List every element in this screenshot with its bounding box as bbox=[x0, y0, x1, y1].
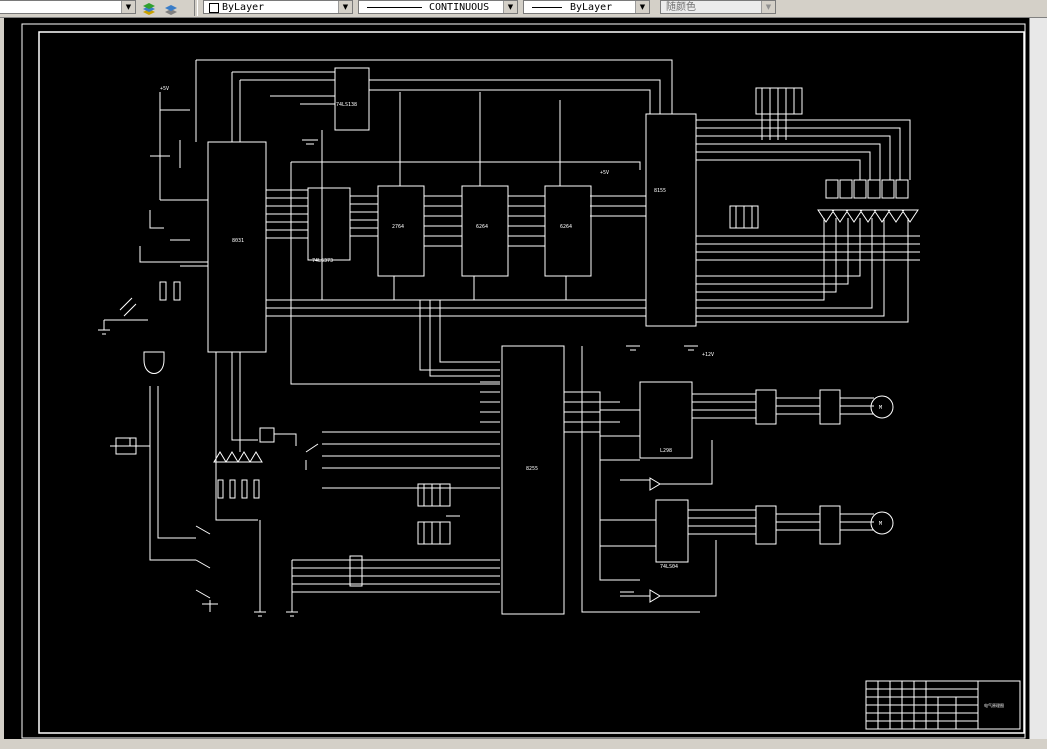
vcc-label-3: +12V bbox=[702, 352, 714, 358]
color-control-dropdown[interactable]: ByLayer ▼ bbox=[203, 0, 353, 14]
seven-seg-display-6 bbox=[895, 179, 909, 199]
layer-previous-icon[interactable] bbox=[164, 1, 178, 15]
resistor-rst bbox=[159, 281, 167, 301]
stepper-motor-2 bbox=[870, 511, 894, 535]
decoder-label: 74LS138 bbox=[336, 102, 357, 108]
chevron-down-icon: ▼ bbox=[338, 1, 352, 13]
seven-seg-display-2 bbox=[839, 179, 853, 199]
stepper-motor-1 bbox=[870, 395, 894, 419]
vertical-scrollbar[interactable] bbox=[1029, 18, 1047, 739]
plot-style-control-dropdown[interactable]: 随颜色 ▼ bbox=[660, 0, 776, 14]
motor2-label: M bbox=[879, 521, 882, 527]
latch-74ls373-chip bbox=[307, 187, 351, 261]
driver1-label: L298 bbox=[660, 448, 672, 454]
ram2-label: 6264 bbox=[560, 224, 572, 230]
lineweight-control-dropdown[interactable]: ByLayer ▼ bbox=[523, 0, 650, 14]
fuse bbox=[115, 437, 137, 455]
motor1-label: M bbox=[879, 405, 882, 411]
resistor-pack-row2 bbox=[417, 521, 451, 545]
drawing-canvas[interactable]: 8031 8155 74LS373 2764 6264 6264 74LS138… bbox=[4, 18, 1029, 739]
opto-block-3 bbox=[755, 505, 777, 545]
color-value: ByLayer bbox=[222, 2, 265, 13]
linetype-control-dropdown[interactable]: CONTINUOUS ▼ bbox=[358, 0, 518, 14]
latch-label: 74LS373 bbox=[312, 258, 333, 264]
layer-dropdown[interactable]: ▼ bbox=[0, 0, 136, 14]
seven-seg-display-3 bbox=[853, 179, 867, 199]
driver-chip-2 bbox=[655, 499, 689, 563]
horizontal-scrollbar[interactable] bbox=[0, 739, 1047, 749]
opto-block-1 bbox=[755, 389, 777, 425]
decoder-74ls138-chip bbox=[334, 67, 370, 131]
resistor-r3 bbox=[241, 479, 248, 499]
toolbar-separator bbox=[194, 0, 198, 16]
resistor-rst2 bbox=[173, 281, 181, 301]
seven-seg-display-5 bbox=[881, 179, 895, 199]
opto-block-4 bbox=[819, 505, 841, 545]
lineweight-sample-icon bbox=[532, 7, 562, 8]
resistor-pack-row1 bbox=[417, 483, 451, 507]
vcc-label-2: +5V bbox=[600, 170, 609, 176]
title-block-label: 电气原理图 bbox=[984, 702, 1004, 708]
plot-style-value: 随颜色 bbox=[666, 2, 696, 13]
drawing-border-outer bbox=[21, 23, 1026, 739]
and-gate bbox=[143, 351, 165, 374]
resistor-r1 bbox=[217, 479, 224, 499]
io-8155-chip bbox=[645, 113, 697, 327]
chevron-down-icon: ▼ bbox=[121, 1, 135, 13]
ram1-label: 6264 bbox=[476, 224, 488, 230]
vcc-label-1: +5V bbox=[160, 86, 169, 92]
color-swatch-icon bbox=[209, 3, 219, 13]
properties-toolbar: ▼ ByLayer ▼ CONTINUOUS ▼ ByLayer ▼ 随颜色 ▼ bbox=[0, 0, 1047, 18]
relay-box bbox=[259, 427, 275, 443]
linetype-value: CONTINUOUS bbox=[429, 2, 490, 13]
eprom-2764-chip bbox=[377, 185, 425, 277]
seven-seg-display-1 bbox=[825, 179, 839, 199]
chevron-down-icon: ▼ bbox=[503, 1, 517, 13]
mcu-label: 8031 bbox=[232, 238, 244, 244]
resistor-r4 bbox=[253, 479, 260, 499]
driver-chip-1 bbox=[639, 381, 693, 459]
io-8255-label: 8255 bbox=[526, 466, 538, 472]
chevron-down-icon: ▼ bbox=[761, 1, 775, 13]
chevron-down-icon: ▼ bbox=[635, 1, 649, 13]
mcu-8031-chip bbox=[207, 141, 267, 353]
driver2-label: 74LS04 bbox=[660, 564, 678, 570]
schematic-drawing: 8031 8155 74LS373 2764 6264 6264 74LS138… bbox=[21, 23, 1026, 739]
drawing-border-inner bbox=[38, 31, 1025, 734]
resistor-r2 bbox=[229, 479, 236, 499]
ram-6264-chip-2 bbox=[544, 185, 592, 277]
opto-block-2 bbox=[819, 389, 841, 425]
lineweight-value: ByLayer bbox=[570, 2, 613, 13]
ram-6264-chip-1 bbox=[461, 185, 509, 277]
io-8155-label: 8155 bbox=[654, 188, 666, 194]
eprom-label: 2764 bbox=[392, 224, 404, 230]
resistor-pack-top bbox=[755, 87, 803, 115]
linetype-sample-icon bbox=[367, 7, 422, 8]
io-8255-chip bbox=[501, 345, 565, 615]
layer-states-icon[interactable] bbox=[142, 1, 156, 15]
seven-seg-display-4 bbox=[867, 179, 881, 199]
